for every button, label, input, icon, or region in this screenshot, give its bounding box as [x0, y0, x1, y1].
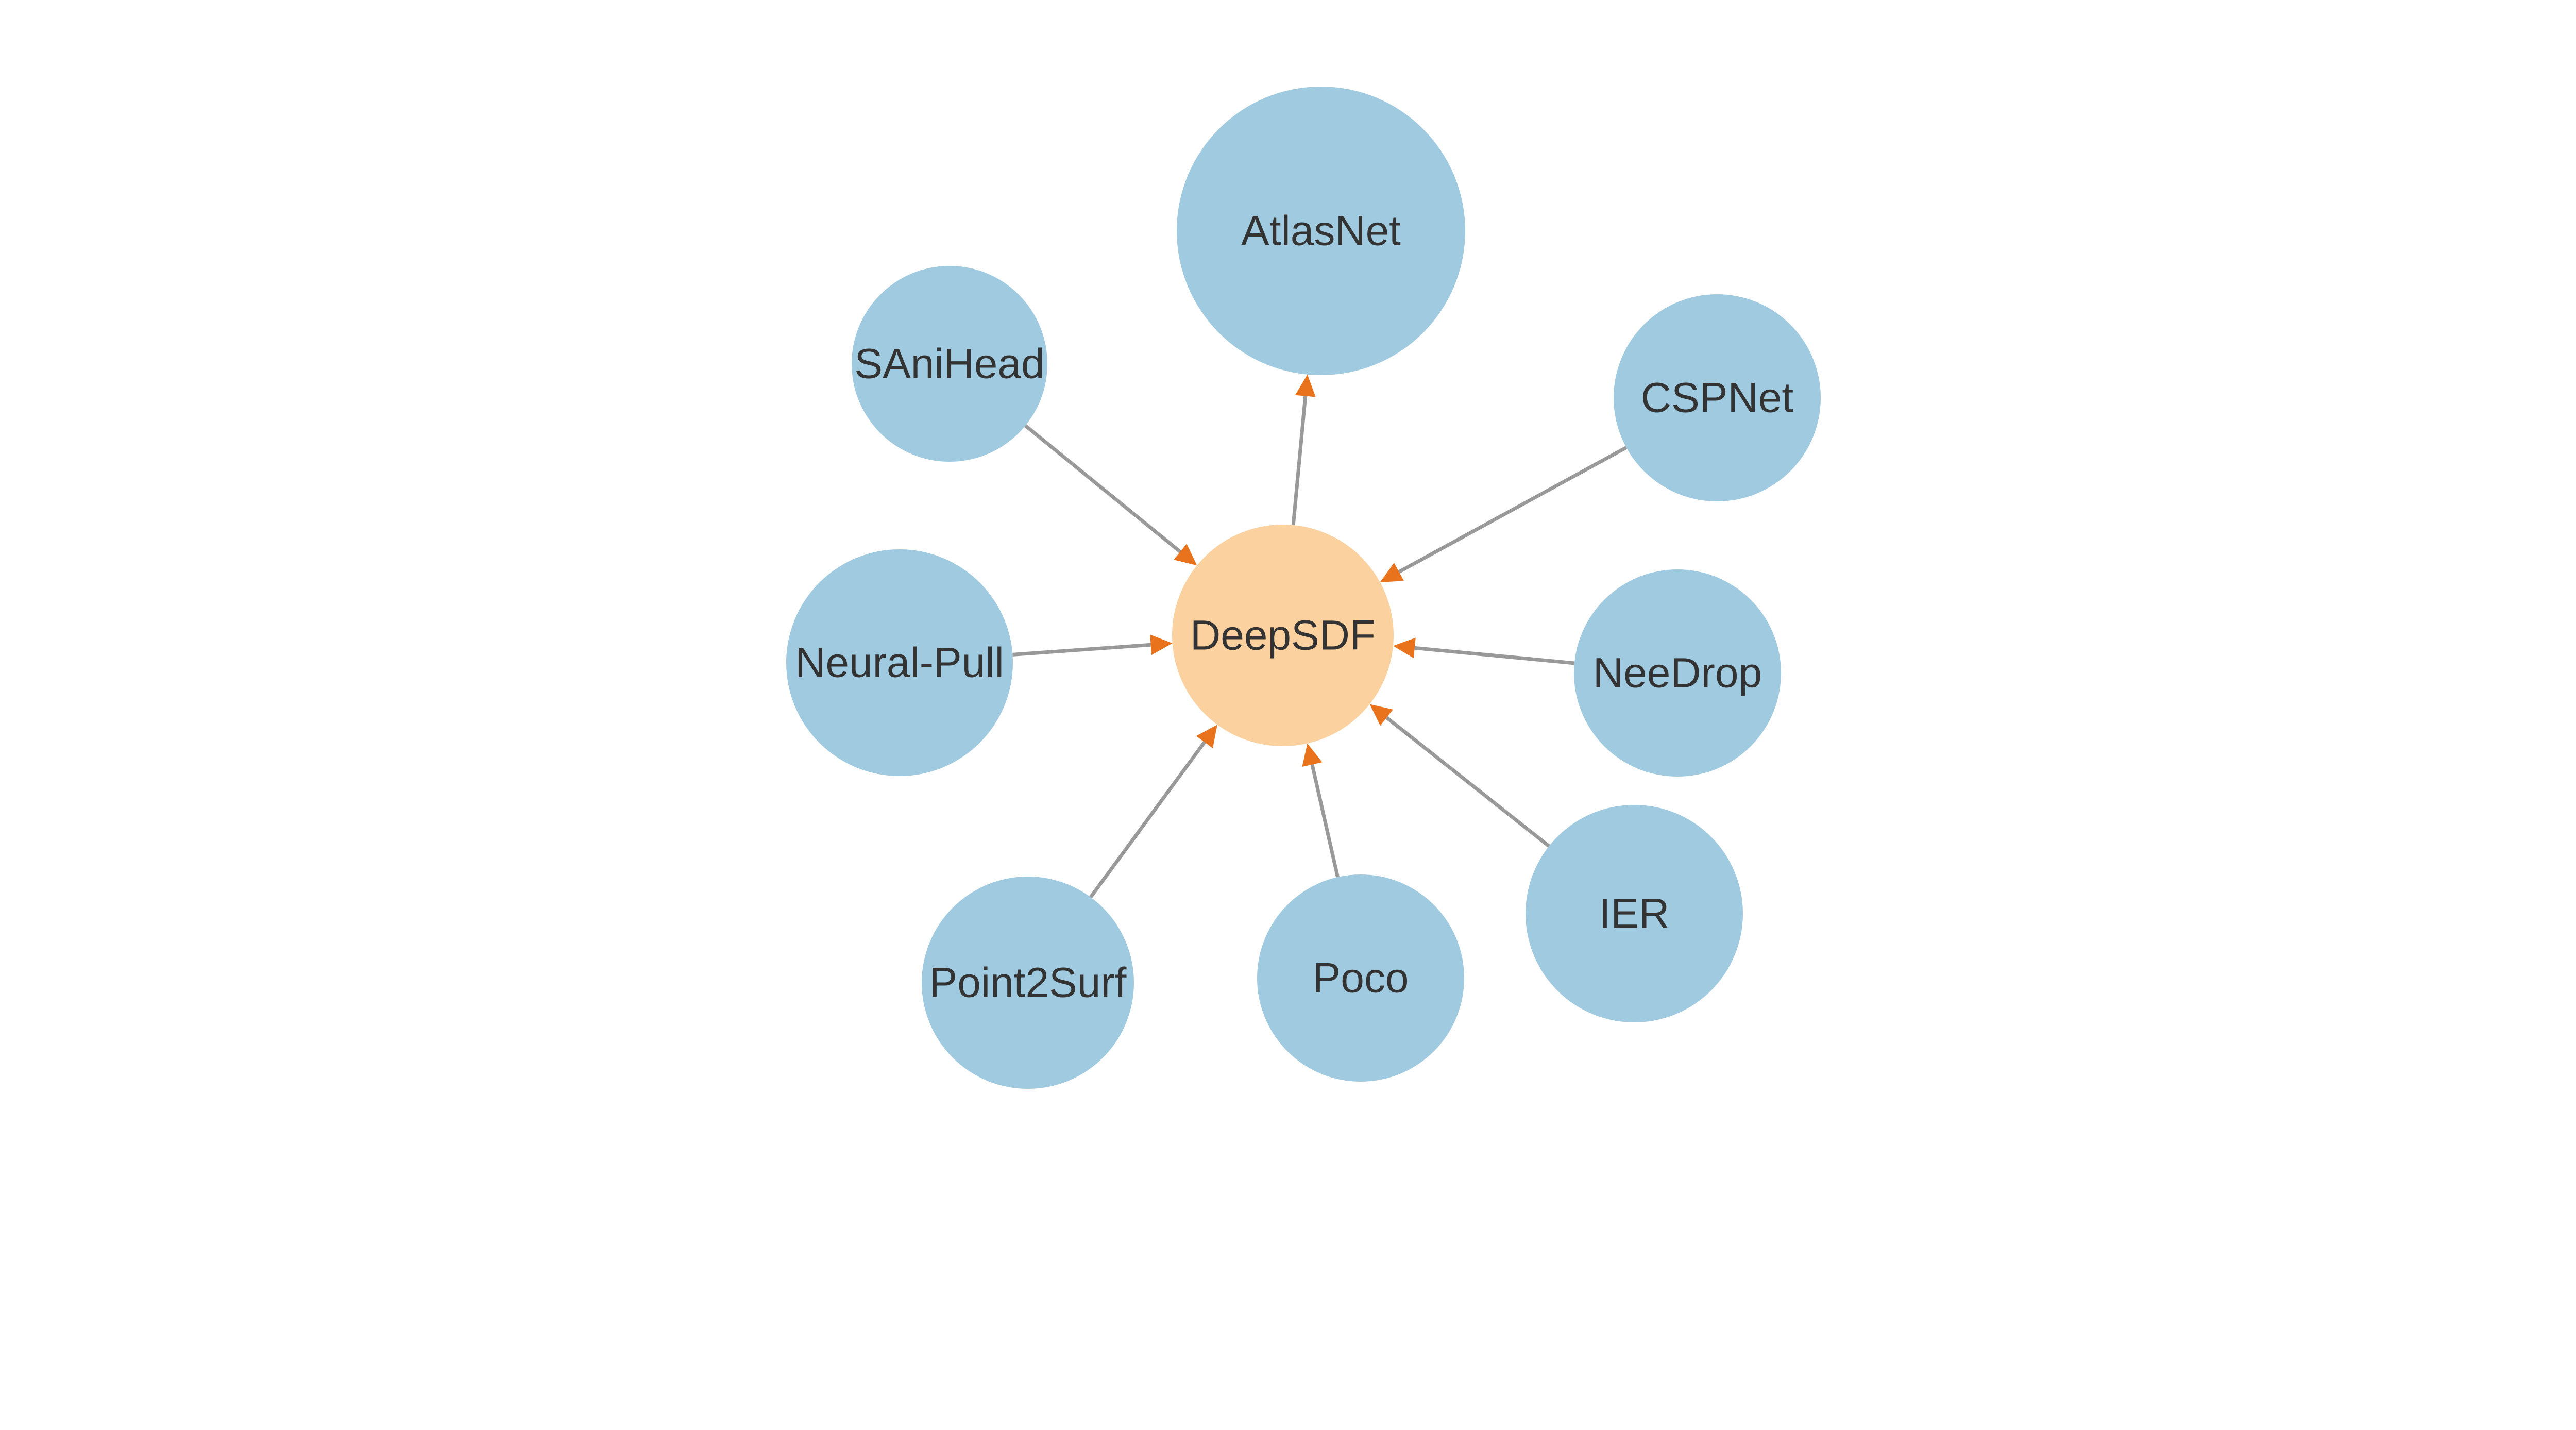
node-circle[interactable]: [1614, 294, 1821, 501]
node-label: DeepSDF: [1190, 612, 1376, 659]
edge-deepsdf-to-atlasnet: [1291, 374, 1316, 526]
edge-needrop-to-deepsdf: [1393, 637, 1575, 665]
arrowhead-icon: [1302, 743, 1323, 767]
edge-poco-to-deepsdf: [1302, 743, 1340, 878]
arrowhead-icon: [1295, 374, 1316, 397]
node-ier[interactable]: IER: [1526, 805, 1743, 1022]
edge-line: [1398, 446, 1628, 574]
node-point2surf[interactable]: Point2Surf: [922, 877, 1134, 1089]
edge-line: [1310, 764, 1340, 878]
arrowhead-icon: [1369, 704, 1393, 726]
arrowhead-icon: [1196, 725, 1217, 748]
edge-line: [1414, 646, 1575, 665]
node-label: CSPNet: [1641, 375, 1793, 422]
edge-neural-pull-to-deepsdf: [1012, 634, 1173, 657]
node-label: AtlasNet: [1241, 208, 1401, 255]
edge-sanihead-to-deepsdf: [1024, 424, 1197, 566]
node-circle[interactable]: [1574, 569, 1781, 777]
node-sanihead[interactable]: SAniHead: [852, 266, 1047, 462]
edge-line: [1012, 643, 1151, 657]
edge-ier-to-deepsdf: [1369, 704, 1550, 848]
node-circle[interactable]: [852, 266, 1047, 462]
node-label: Poco: [1313, 955, 1409, 1002]
node-circle[interactable]: [1172, 525, 1394, 746]
node-label: IER: [1599, 890, 1670, 937]
node-label: SAniHead: [854, 341, 1044, 388]
arrowhead-icon: [1150, 634, 1173, 655]
edge-cspnet-to-deepsdf: [1380, 446, 1628, 582]
edges-layer: [1012, 374, 1628, 899]
node-label: NeeDrop: [1593, 650, 1762, 697]
node-circle[interactable]: [922, 877, 1134, 1089]
edge-line: [1385, 716, 1550, 848]
node-circle[interactable]: [1526, 805, 1743, 1022]
node-label: Neural-Pull: [795, 640, 1004, 686]
node-poco[interactable]: Poco: [1257, 874, 1464, 1082]
node-cspnet[interactable]: CSPNet: [1614, 294, 1821, 501]
nodes-layer: DeepSDF AtlasNetSAniHeadCSPNetNeural-Pull…: [786, 87, 1821, 1089]
edge-point2surf-to-deepsdf: [1089, 725, 1217, 899]
node-atlasnet[interactable]: AtlasNet: [1177, 87, 1465, 375]
node-label: Point2Surf: [929, 960, 1127, 1006]
arrowhead-icon: [1380, 563, 1404, 582]
node-circle[interactable]: [1257, 874, 1464, 1082]
center-node-deepsdf[interactable]: DeepSDF: [1172, 525, 1394, 746]
node-neural-pull[interactable]: Neural-Pull: [786, 549, 1013, 776]
node-circle[interactable]: [1177, 87, 1465, 375]
edge-line: [1024, 424, 1181, 553]
node-needrop[interactable]: NeeDrop: [1574, 569, 1781, 777]
edge-line: [1089, 741, 1206, 899]
arrowhead-icon: [1393, 637, 1416, 659]
edge-line: [1291, 396, 1308, 526]
arrowhead-icon: [1174, 544, 1197, 566]
node-circle[interactable]: [786, 549, 1013, 776]
